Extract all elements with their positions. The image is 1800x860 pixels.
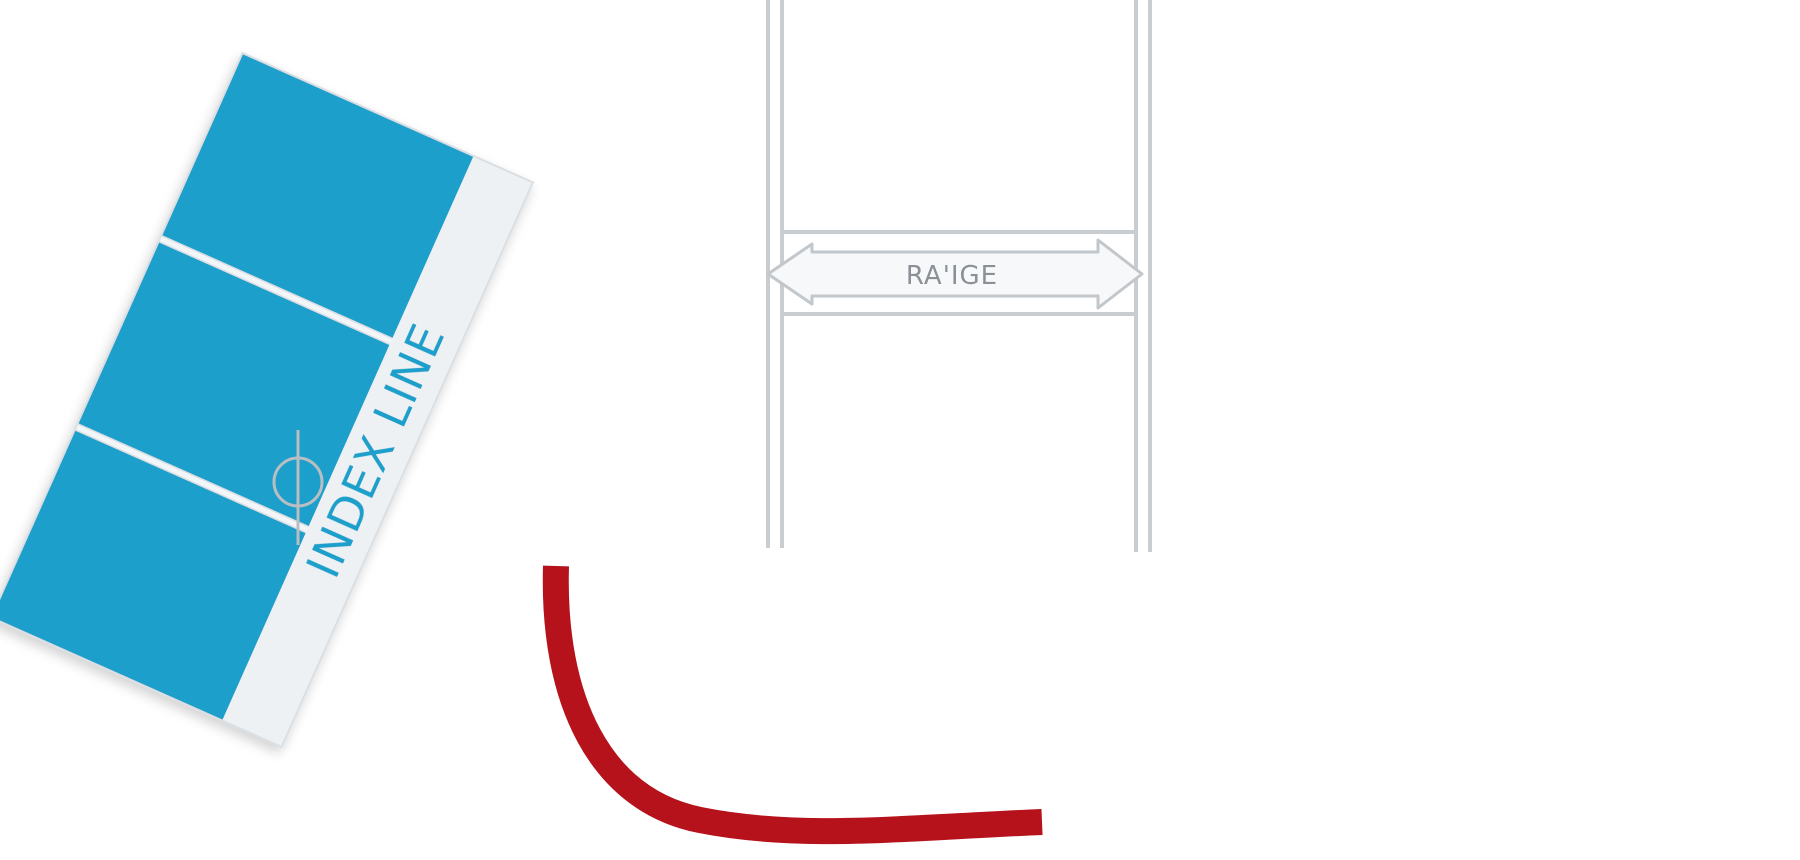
- range-double-arrow: [766, 238, 1144, 310]
- index-blue-segment-1: [162, 54, 474, 338]
- range-arrow: RA'IGE: [766, 238, 1144, 310]
- red-curve: [542, 565, 1043, 845]
- index-divider-1: [159, 236, 393, 344]
- range-label: RA'IGE: [906, 261, 998, 291]
- index-blue-segment-2: [78, 242, 390, 526]
- circle-crosshair-icon: [272, 430, 324, 545]
- index-line-strip: [222, 156, 532, 746]
- index-divider-2: [75, 424, 309, 532]
- index-blue-segment-3: [0, 430, 306, 720]
- index-line-block: INDEX LINE: [0, 51, 535, 749]
